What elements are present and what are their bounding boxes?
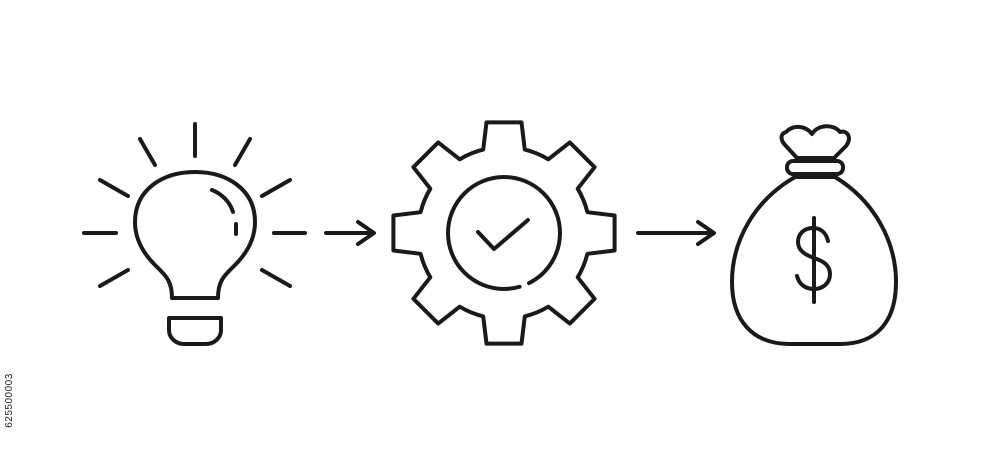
bag-band bbox=[785, 159, 845, 176]
gear-outline bbox=[391, 120, 617, 346]
bulb-base bbox=[167, 316, 223, 346]
bulb-rays bbox=[82, 122, 307, 288]
checkmark-icon bbox=[476, 218, 530, 251]
bulb-highlight bbox=[210, 188, 235, 214]
gear-check-icon bbox=[391, 120, 617, 346]
gear-inner-circle bbox=[446, 175, 562, 291]
stock-id-text: 625500003 bbox=[3, 372, 15, 428]
arrow-right-icon bbox=[636, 220, 716, 246]
arrow-right-icon bbox=[324, 220, 376, 246]
bag-knot bbox=[779, 124, 851, 160]
lightbulb-icon bbox=[82, 122, 307, 346]
bag-body bbox=[730, 175, 898, 346]
stock-id-label: 625500003 bbox=[0, 355, 18, 445]
bulb-globe bbox=[133, 170, 257, 300]
money-bag-icon bbox=[730, 124, 898, 346]
dollar-s bbox=[795, 226, 832, 291]
